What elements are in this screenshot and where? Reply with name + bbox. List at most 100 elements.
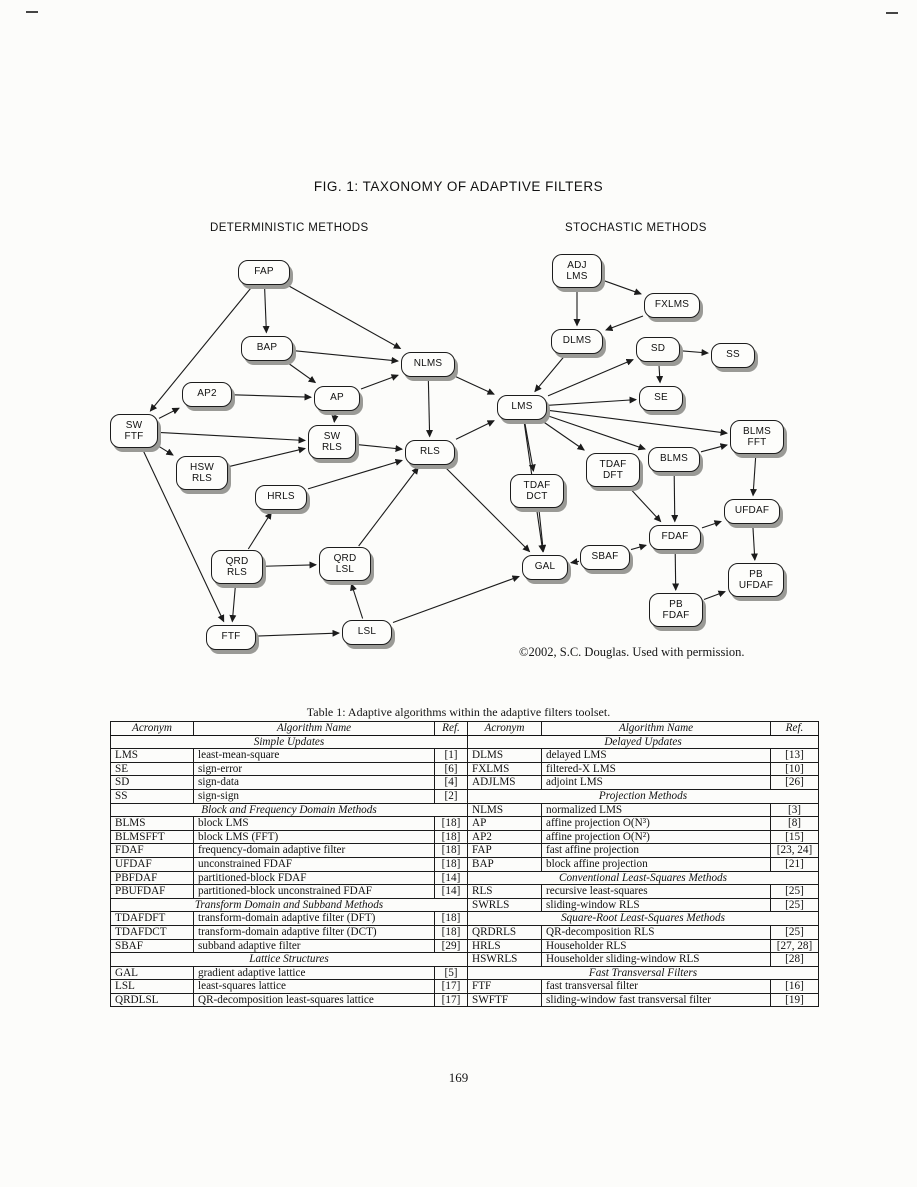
- node-QRDLSL: QRD LSL: [319, 547, 371, 581]
- node-PBUFDAF: PB UFDAF: [728, 563, 784, 597]
- node-SBAF: SBAF: [580, 544, 630, 570]
- node-SE: SE: [639, 385, 683, 411]
- page-number: 169: [448, 1070, 469, 1085]
- edge-AP-NLMS: [360, 374, 399, 390]
- table-cell-ref: [3]: [770, 802, 819, 818]
- table-cell-acr: SWFTF: [467, 992, 542, 1008]
- node-HRLS: HRLS: [255, 484, 307, 510]
- stochastic-methods-header: STOCHASTIC METHODS: [565, 222, 707, 234]
- table-cell-ref: [18]: [434, 924, 468, 940]
- node-BLMSFFT: BLMS FFT: [730, 420, 784, 454]
- edge-LMS-BLMSFFT: [547, 409, 728, 436]
- node-NLMS: NLMS: [401, 351, 455, 377]
- table-cell-ref: [17]: [434, 979, 468, 994]
- node-ADJLMS: ADJ LMS: [552, 254, 602, 288]
- table-cell-acr: FXLMS: [467, 761, 542, 777]
- node-RLS: RLS: [405, 439, 455, 465]
- table-cell-acr: BLMS: [110, 816, 194, 831]
- edge-TDAFDFT-FDAF: [629, 487, 662, 523]
- edge-NLMS-RLS: [426, 377, 433, 438]
- edge-FDAF-UFDAF: [701, 520, 722, 529]
- edge-SWRLS-RLS: [356, 444, 403, 452]
- edge-AP2-AP: [232, 393, 312, 401]
- node-TDAFDFT: TDAF DFT: [586, 453, 640, 487]
- column-header: Acronym: [110, 721, 194, 736]
- table-cell-acr: DLMS: [467, 748, 542, 763]
- table-cell-ref: [18]: [434, 843, 468, 858]
- edge-FDAF-PBFDAF: [672, 550, 680, 591]
- table-cell-name: adjoint LMS: [541, 775, 771, 790]
- section-header-cell: Delayed Updates: [467, 734, 819, 750]
- table-cell-ref: [29]: [434, 938, 468, 954]
- section-header-cell: Projection Methods: [467, 788, 819, 804]
- node-UFDAF: UFDAF: [724, 498, 780, 524]
- table-cell-acr: LSL: [110, 979, 194, 994]
- table-cell-name: sign-error: [193, 761, 435, 777]
- table-cell-acr: RLS: [467, 884, 542, 899]
- section-header-cell: Simple Updates: [110, 734, 468, 750]
- table-cell-name: recursive least-squares: [541, 884, 771, 899]
- node-DLMS: DLMS: [551, 328, 603, 354]
- edge-SWFTF-FTF: [141, 448, 225, 623]
- table-cell-ref: [5]: [434, 965, 468, 981]
- edge-SWFTF-SWRLS: [158, 431, 306, 444]
- node-SWFTF: SW FTF: [110, 414, 158, 448]
- table-cell-ref: [4]: [434, 775, 468, 790]
- table-caption: Table 1: Adaptive algorithms within the …: [306, 705, 611, 719]
- table-cell-name: QR-decomposition least-squares lattice: [193, 992, 435, 1008]
- table-cell-name: delayed LMS: [541, 748, 771, 763]
- table-cell-name: unconstrained FDAF: [193, 856, 435, 872]
- node-BAP: BAP: [241, 335, 293, 361]
- edge-AP-SWRLS: [331, 411, 339, 423]
- table-cell-acr: FTF: [467, 979, 542, 994]
- column-header: Acronym: [467, 721, 542, 736]
- table-cell-acr: AP: [467, 816, 542, 831]
- table-cell-acr: HRLS: [467, 938, 542, 954]
- edge-LSL-QRDLSL: [350, 583, 364, 619]
- table-cell-acr: PBFDAF: [110, 870, 194, 886]
- table-cell-name: fast affine projection: [541, 843, 771, 858]
- node-SD: SD: [636, 336, 680, 362]
- deterministic-methods-header: DETERMINISTIC METHODS: [210, 222, 369, 234]
- table-cell-name: fast transversal filter: [541, 979, 771, 994]
- table-cell-name: least-squares lattice: [193, 979, 435, 994]
- table-cell-acr: HSWRLS: [467, 952, 542, 967]
- table-cell-ref: [16]: [770, 979, 819, 994]
- node-FAP: FAP: [238, 259, 290, 285]
- edge-BLMS-FDAF: [671, 472, 679, 523]
- edge-SBAF-GAL: [570, 558, 580, 566]
- edge-BLMS-BLMSFFT: [700, 443, 728, 453]
- node-QRDRLS: QRD RLS: [211, 550, 263, 584]
- node-LSL: LSL: [342, 619, 392, 645]
- edge-BLMSFFT-UFDAF: [749, 454, 757, 497]
- table-cell-acr: FAP: [467, 843, 542, 858]
- table-cell-acr: SWRLS: [467, 897, 542, 913]
- table-cell-name: Householder sliding-window RLS: [541, 952, 771, 967]
- edge-PBFDAF-PBUFDAF: [703, 590, 726, 601]
- edge-FTF-LSL: [256, 629, 340, 637]
- table-cell-ref: [15]: [770, 829, 819, 845]
- table-cell-name: transform-domain adaptive filter (DCT): [193, 924, 435, 940]
- table-cell-ref: [18]: [434, 856, 468, 872]
- node-LMS: LMS: [497, 394, 547, 420]
- scan-artifact: [26, 11, 38, 13]
- table-cell-ref: [14]: [434, 870, 468, 886]
- edge-DLMS-LMS: [534, 354, 567, 393]
- scan-artifact: [886, 12, 898, 14]
- section-header-cell: Fast Transversal Filters: [467, 965, 819, 981]
- edge-UFDAF-PBUFDAF: [750, 524, 758, 561]
- table-cell-acr: SS: [110, 788, 194, 804]
- edge-QRDLSL-RLS: [358, 466, 419, 547]
- edge-SWFTF-AP2: [158, 407, 180, 419]
- table-cell-acr: SD: [110, 775, 194, 790]
